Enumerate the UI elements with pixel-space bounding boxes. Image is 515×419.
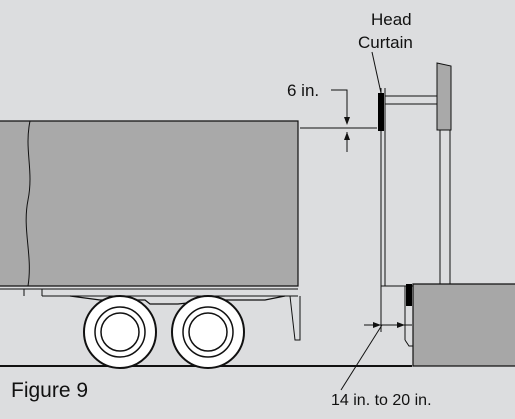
trailer-body bbox=[0, 120, 299, 297]
distance-dimension-marker bbox=[340, 322, 412, 391]
dock-bumper bbox=[406, 284, 412, 306]
gap-dimension-label: 6 in. bbox=[287, 81, 320, 100]
distance-dimension-label: 14 in. to 20 in. bbox=[331, 392, 432, 409]
trailer-rear-wheel-front bbox=[83, 295, 157, 369]
dock-frame bbox=[380, 62, 452, 340]
figure-caption: Figure 9 bbox=[11, 379, 89, 402]
head-curtain-label-line2: Curtain bbox=[358, 33, 413, 52]
trailer-rear-wheel-back bbox=[171, 295, 245, 369]
dock-block bbox=[404, 283, 515, 367]
head-curtain-label-line1: Head bbox=[371, 10, 412, 29]
gap-dimension-marker bbox=[300, 89, 377, 152]
head-curtain bbox=[371, 51, 384, 131]
